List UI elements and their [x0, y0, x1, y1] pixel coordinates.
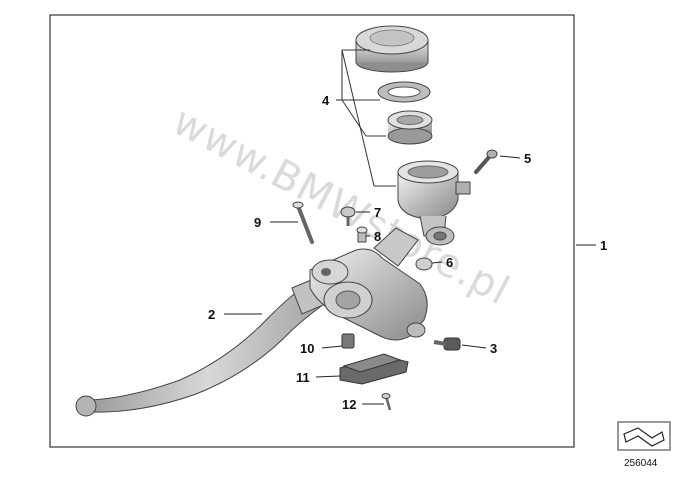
- leader-lines: [224, 99, 596, 405]
- callout-5: 5: [524, 151, 531, 166]
- pin-9: [292, 201, 314, 244]
- callout-1: 1: [600, 238, 607, 253]
- diagram-frame: [49, 14, 575, 448]
- callout-bracket-4: [341, 49, 396, 187]
- arrow-symbol-icon: [623, 427, 665, 447]
- callout-8: 8: [374, 229, 381, 244]
- diagram-symbol-box: 256044: [617, 421, 671, 469]
- screw-3: [433, 337, 461, 351]
- reservoir-body: [397, 160, 471, 246]
- brake-light-switch: [339, 353, 409, 385]
- callout-3: 3: [490, 341, 497, 356]
- master-cylinder-housing: [309, 227, 428, 341]
- screw-12: [381, 393, 392, 411]
- reservoir-cap: [355, 25, 429, 73]
- screw-7: [340, 206, 356, 226]
- callout-10: 10: [300, 341, 314, 356]
- callout-9: 9: [254, 215, 261, 230]
- bolt-5: [474, 149, 498, 174]
- callout-12: 12: [342, 397, 356, 412]
- callout-7: 7: [374, 205, 381, 220]
- callout-11: 11: [296, 370, 310, 385]
- diaphragm: [387, 110, 433, 145]
- part-10: [341, 333, 355, 349]
- diagram-number: 256044: [624, 458, 658, 469]
- callout-2: 2: [208, 307, 215, 322]
- callout-4: 4: [322, 93, 330, 108]
- ring-seal: [377, 81, 431, 103]
- callout-6: 6: [446, 255, 453, 270]
- screw-8: [356, 226, 368, 243]
- washer-6: [415, 257, 433, 271]
